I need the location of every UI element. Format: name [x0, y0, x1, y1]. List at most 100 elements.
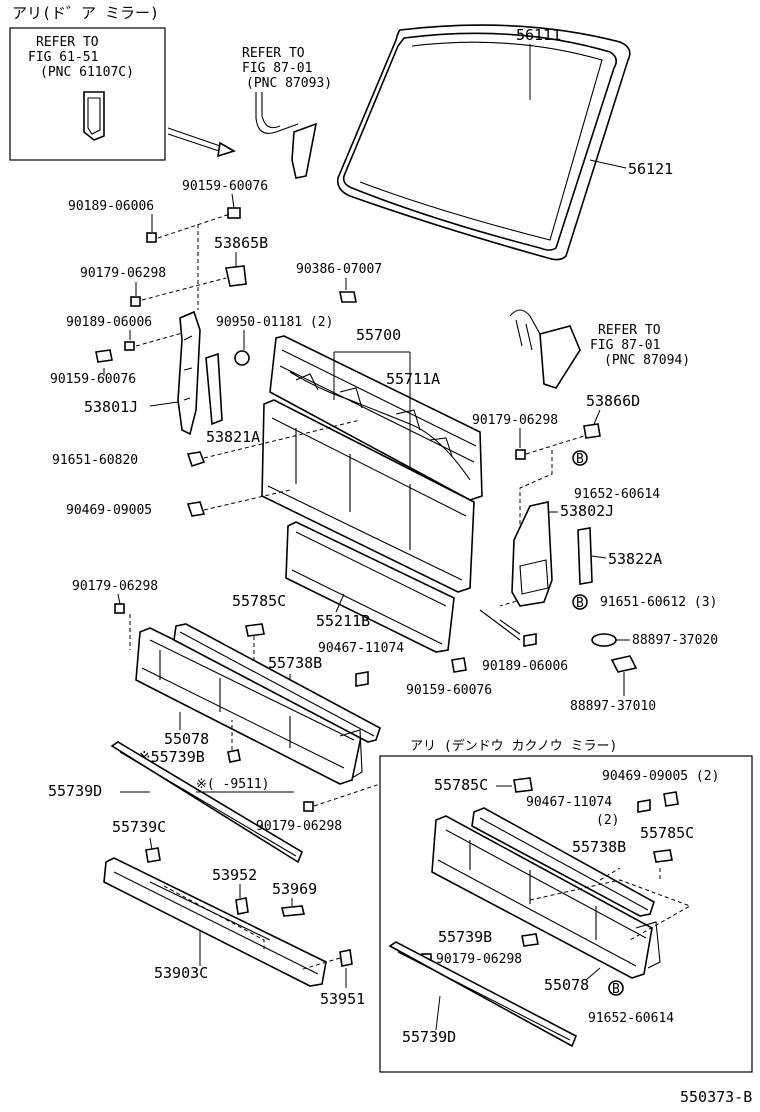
label-91651-60612: 91651-60612 (3)	[600, 595, 717, 610]
ref-61-51-line2: FIG 61-51	[28, 50, 98, 65]
inset-lower-panel-detail	[437, 829, 647, 967]
label-56111: 56111	[516, 26, 561, 44]
clip-90159-60076-a	[227, 207, 241, 219]
clip-55739C	[145, 847, 161, 863]
label-53866D: 53866D	[586, 392, 640, 410]
dashline-right-vertical	[499, 450, 553, 607]
moulding-55739D-a-line	[119, 751, 297, 857]
label-55738B-a: 55738B	[268, 654, 322, 672]
lower-panel-bracket	[339, 729, 363, 779]
moulding-55739D-a	[110, 741, 303, 864]
clip-90159-60076-b	[95, 349, 113, 363]
dashline-53866D	[525, 435, 585, 455]
washer-hose-right	[509, 309, 549, 351]
ref-61-51-line3: (PNC 61107C)	[40, 65, 134, 80]
clip-90386-07007	[339, 291, 357, 303]
dashline-53865B	[141, 277, 227, 301]
inset-label-90467-11074: 90467-11074	[526, 795, 612, 810]
seal-55738B-a	[173, 623, 381, 743]
inset-label-90469-09005: 90469-09005 (2)	[602, 769, 719, 784]
label-90179-06298-b: 90179-06298	[472, 413, 558, 428]
washer-hose-left	[255, 92, 299, 134]
nut-90189-06006-a	[146, 232, 157, 243]
label-91651-60820: 91651-60820	[52, 453, 138, 468]
inset-bracket	[635, 921, 661, 969]
inset-circle-b	[608, 980, 624, 996]
label-90467-11074: 90467-11074	[318, 641, 404, 656]
inset-clip-55739B	[521, 933, 539, 947]
label-55739D-a: 55739D	[48, 782, 102, 800]
nut-90179-06298-b	[515, 449, 526, 460]
label-55078-a: 55078	[164, 730, 209, 748]
nut-90179-06298-c	[114, 603, 125, 614]
label-88897-37020: 88897-37020	[632, 633, 718, 648]
bolt-91651-60820	[186, 451, 206, 468]
inset-title: アリ (デンドウ カクノウ ミラー)	[410, 738, 617, 754]
inset-seal-line	[479, 817, 649, 911]
clip-90467-11074	[355, 671, 369, 687]
ref-87094-line3: (PNC 87094)	[604, 353, 690, 368]
side-panel-53801J	[177, 310, 201, 436]
clip-90469-09005	[186, 501, 206, 517]
label-53903C: 53903C	[154, 964, 208, 982]
leader-90179-06298-c	[117, 593, 121, 605]
dashline-91651-60820	[203, 419, 361, 459]
nut-90179-06298-d	[303, 801, 314, 812]
date-note: ※( -9511)	[196, 777, 270, 792]
label-53802J: 53802J	[560, 502, 614, 520]
grille-55211B-edges	[291, 531, 447, 645]
ref-87093-line1: REFER TO	[242, 46, 305, 61]
leader-53866D	[593, 409, 601, 425]
label-55739B-a: ※55739B	[138, 748, 205, 766]
bracket-53866D	[583, 423, 601, 439]
inset-pad-55785C-a	[513, 777, 533, 793]
inset-label-55738B: 55738B	[572, 838, 626, 856]
label-55711A: 55711A	[386, 370, 440, 388]
circle-b-label-b: B	[576, 596, 584, 611]
nut-90189-06006-b	[124, 341, 135, 351]
clip-55739B-a	[227, 749, 241, 763]
label-90189-06006-c: 90189-06006	[482, 659, 568, 674]
plug-88897-37020	[591, 633, 617, 647]
label-90189-06006-a: 90189-06006	[68, 199, 154, 214]
front-panel-upper-55700	[269, 335, 483, 501]
washer-nozzle-left	[291, 122, 318, 179]
front-panel-upper-holes	[295, 373, 453, 457]
lower-panel-55078	[135, 627, 363, 785]
side-panel-53802J	[511, 501, 553, 607]
inset-label-55078: 55078	[544, 976, 589, 994]
washer-nozzle-right	[539, 325, 581, 389]
label-53821A: 53821A	[206, 428, 260, 446]
label-53865B: 53865B	[214, 234, 268, 252]
circle-b-marker-a	[572, 450, 588, 466]
inset-seal-55738B	[471, 807, 655, 917]
inset-moulding-line	[397, 951, 571, 1041]
dashline-grille-right	[479, 609, 521, 641]
label-90159-60076-b: 90159-60076	[50, 372, 136, 387]
label-90179-06298-c: 90179-06298	[72, 579, 158, 594]
label-53969: 53969	[272, 880, 317, 898]
nut-90189-06006-c	[523, 633, 537, 647]
dashline-clip-a	[157, 213, 231, 239]
plug-88897-37010	[610, 655, 638, 673]
ref-87094-line2: FIG 87-01	[590, 338, 660, 353]
inset-box	[379, 755, 753, 1073]
label-55785C-a: 55785C	[232, 592, 286, 610]
front-panel-upper-detail	[279, 349, 477, 481]
washer-hose-left-2	[261, 92, 281, 129]
side-panel-53801J-ribs	[183, 335, 193, 401]
leader-53801J	[149, 401, 179, 407]
seal-53822A	[577, 527, 593, 585]
leader-56121	[589, 159, 627, 169]
label-53822A: 53822A	[608, 550, 662, 568]
label-55700: 55700	[356, 326, 401, 344]
door-mirror-bracket-shape	[83, 91, 105, 141]
figure-number: 550373-B	[680, 1088, 752, 1106]
dashline-90189-b	[135, 331, 187, 347]
ref-87093-line2: FIG 87-01	[242, 61, 312, 76]
inset-label-55785C-b: 55785C	[640, 824, 694, 842]
leader-90159-60076-a	[231, 193, 235, 209]
ref-87093-line3: (PNC 87093)	[246, 76, 332, 91]
inset-clip-90469-09005	[663, 791, 679, 807]
inset-label-55739D: 55739D	[402, 1028, 456, 1046]
